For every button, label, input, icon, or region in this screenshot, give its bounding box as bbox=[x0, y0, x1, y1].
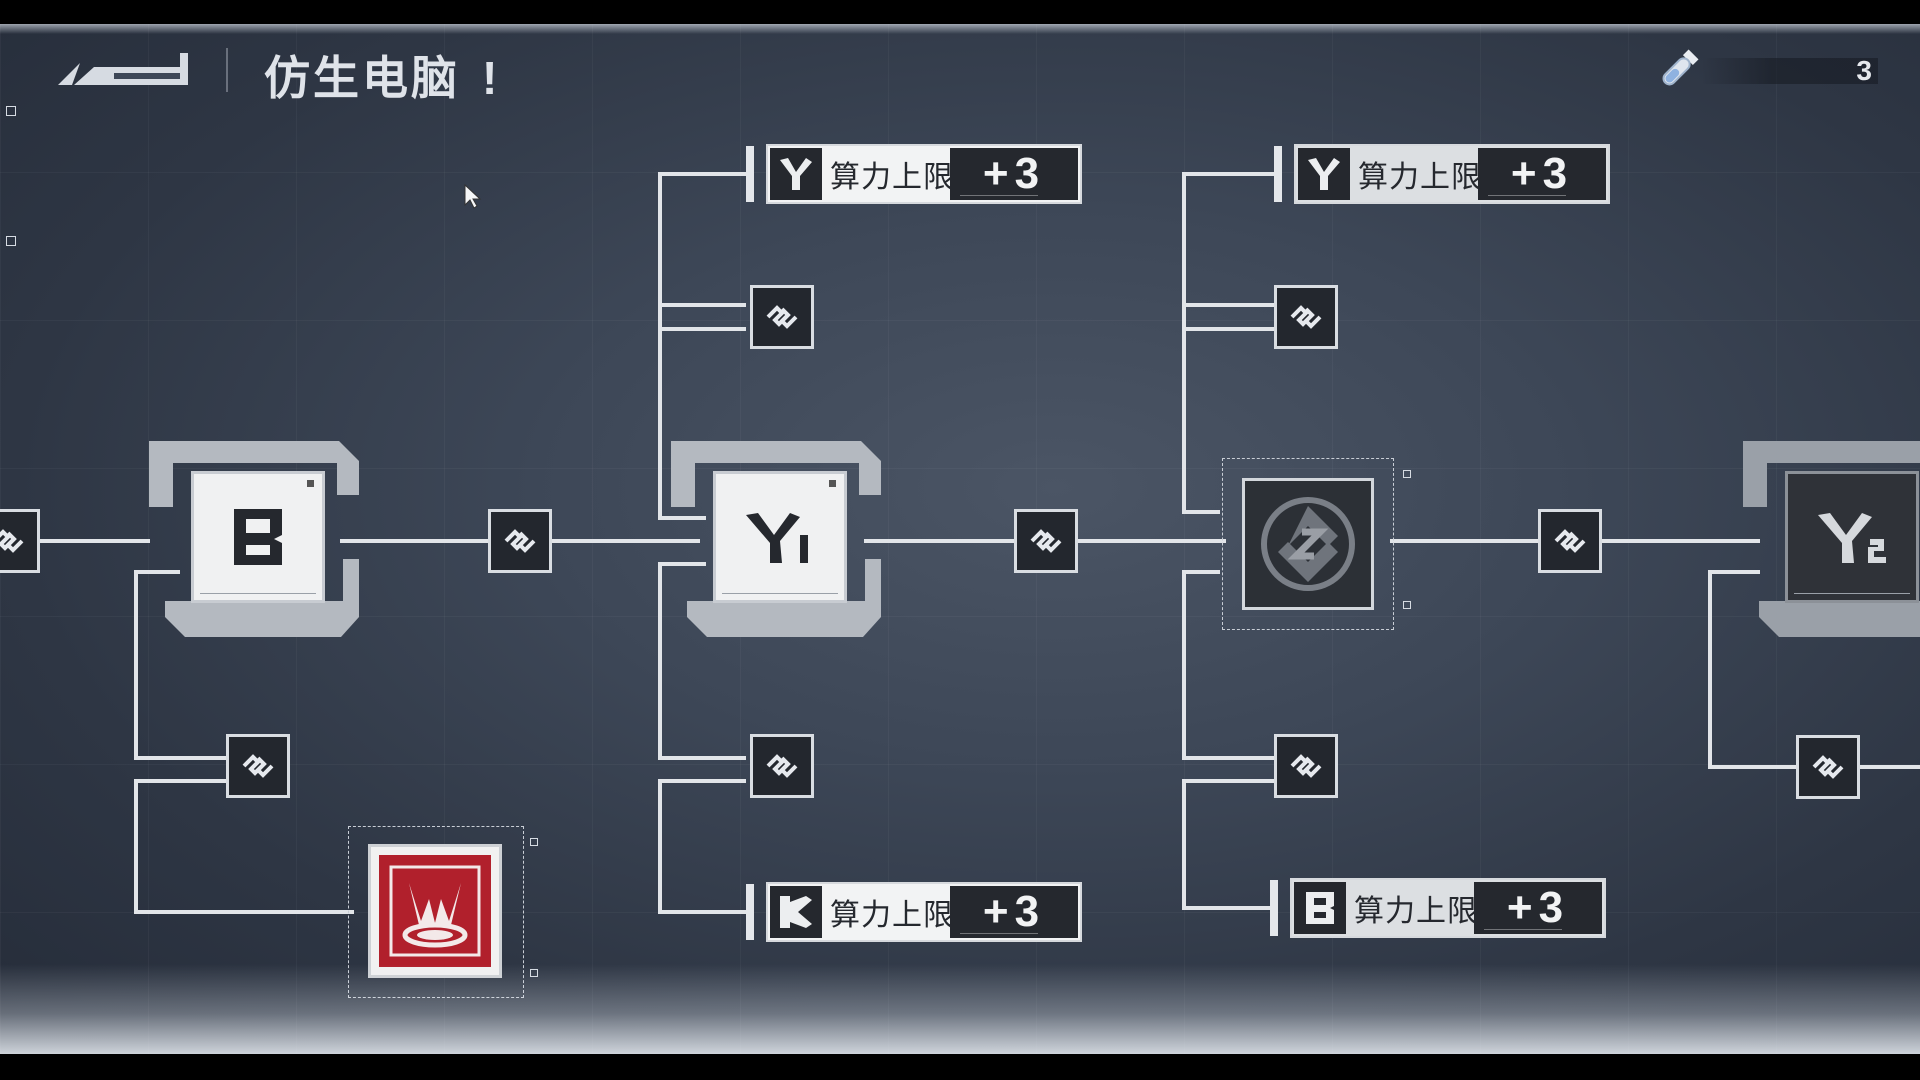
core-node-gamma-2[interactable] bbox=[1743, 441, 1920, 637]
selection-corner bbox=[1403, 470, 1411, 478]
frost-edge-bottom bbox=[0, 964, 1920, 1054]
core-node-hub[interactable] bbox=[1242, 478, 1374, 610]
resource-count: 3 bbox=[1856, 55, 1872, 86]
connector-lines bbox=[0, 172, 1920, 914]
link-icon bbox=[1290, 305, 1322, 329]
tile-marker bbox=[307, 480, 314, 487]
header-divider bbox=[226, 48, 228, 92]
reward-item[interactable] bbox=[368, 844, 502, 978]
link-node[interactable] bbox=[1274, 285, 1338, 349]
link-icon bbox=[766, 305, 798, 329]
node-tile bbox=[1785, 471, 1919, 603]
card-stub bbox=[1274, 146, 1282, 202]
card-stub bbox=[746, 884, 754, 940]
beta-glyph-icon bbox=[1294, 882, 1346, 934]
bonus-label: 算力上限 bbox=[1354, 895, 1478, 928]
node-bracket bbox=[671, 441, 881, 637]
selection-frame bbox=[1222, 458, 1394, 630]
bonus-label: 算力上限 bbox=[830, 161, 954, 194]
link-icon bbox=[1554, 529, 1586, 553]
link-icon bbox=[1812, 755, 1844, 779]
link-node[interactable] bbox=[226, 734, 290, 798]
link-node[interactable] bbox=[1796, 735, 1860, 799]
core-node-beta[interactable] bbox=[149, 441, 359, 637]
beta-glyph-icon bbox=[234, 509, 282, 565]
back-arrow-icon[interactable] bbox=[54, 45, 190, 91]
edge-marker bbox=[6, 236, 16, 246]
link-node[interactable] bbox=[1538, 509, 1602, 573]
resource-bar bbox=[1702, 58, 1878, 84]
title-text: 仿生电脑 bbox=[264, 52, 460, 104]
link-node[interactable] bbox=[750, 734, 814, 798]
node-tile bbox=[191, 471, 325, 603]
link-icon bbox=[766, 754, 798, 778]
bonus-value: +3 bbox=[1478, 148, 1606, 200]
gamma-glyph-icon bbox=[1298, 148, 1350, 200]
bonus-label: 算力上限 bbox=[1358, 161, 1482, 194]
page-title: 仿生电脑! bbox=[264, 42, 500, 108]
bonus-card-compute-limit[interactable]: 算力上限 +3 bbox=[746, 144, 1086, 204]
card-stub bbox=[746, 146, 754, 202]
tile-marker bbox=[829, 480, 836, 487]
card-stub bbox=[1270, 880, 1278, 936]
link-icon bbox=[1030, 529, 1062, 553]
bonus-card-compute-limit[interactable]: 算力上限 +3 bbox=[746, 882, 1086, 942]
letterbox-top bbox=[0, 0, 1920, 24]
gamma-glyph-icon bbox=[770, 148, 822, 200]
bonus-value: +3 bbox=[950, 148, 1078, 200]
mouse-cursor-icon bbox=[464, 184, 482, 209]
link-node[interactable] bbox=[1274, 734, 1338, 798]
link-icon bbox=[1290, 754, 1322, 778]
skill-tree-panel: 仿生电脑! 3 bbox=[0, 24, 1920, 1054]
crown-emblem-icon bbox=[389, 865, 481, 957]
link-node[interactable] bbox=[0, 509, 40, 573]
bonus-value: +3 bbox=[950, 886, 1078, 938]
link-node[interactable] bbox=[750, 285, 814, 349]
link-icon bbox=[0, 529, 24, 553]
bonus-card-compute-limit[interactable]: 算力上限 +3 bbox=[1270, 878, 1610, 938]
alert-mark: ! bbox=[482, 52, 501, 104]
frost-edge-top bbox=[0, 24, 1920, 34]
link-icon bbox=[1261, 497, 1355, 591]
reward-inner bbox=[379, 855, 491, 967]
edge-marker bbox=[6, 106, 16, 116]
node-tile bbox=[713, 471, 847, 603]
resource-counter: 3 bbox=[1640, 44, 1880, 94]
bonus-label: 算力上限 bbox=[830, 899, 954, 932]
alpha-glyph-icon bbox=[770, 886, 822, 938]
gamma-2-glyph-icon bbox=[1818, 513, 1886, 563]
link-node[interactable] bbox=[1014, 509, 1078, 573]
bonus-card-compute-limit[interactable]: 算力上限 +3 bbox=[1274, 144, 1614, 204]
core-node-gamma-1[interactable] bbox=[671, 441, 881, 637]
gamma-1-glyph-icon bbox=[746, 513, 808, 563]
node-bracket bbox=[1743, 441, 1920, 637]
node-bracket bbox=[149, 441, 359, 637]
letterbox-bottom bbox=[0, 1054, 1920, 1080]
bonus-value: +3 bbox=[1474, 882, 1602, 934]
link-icon bbox=[242, 754, 274, 778]
selection-corner bbox=[1403, 601, 1411, 609]
selection-corner bbox=[530, 838, 538, 846]
link-icon bbox=[504, 529, 536, 553]
vial-icon bbox=[1662, 49, 1699, 86]
link-node[interactable] bbox=[488, 509, 552, 573]
